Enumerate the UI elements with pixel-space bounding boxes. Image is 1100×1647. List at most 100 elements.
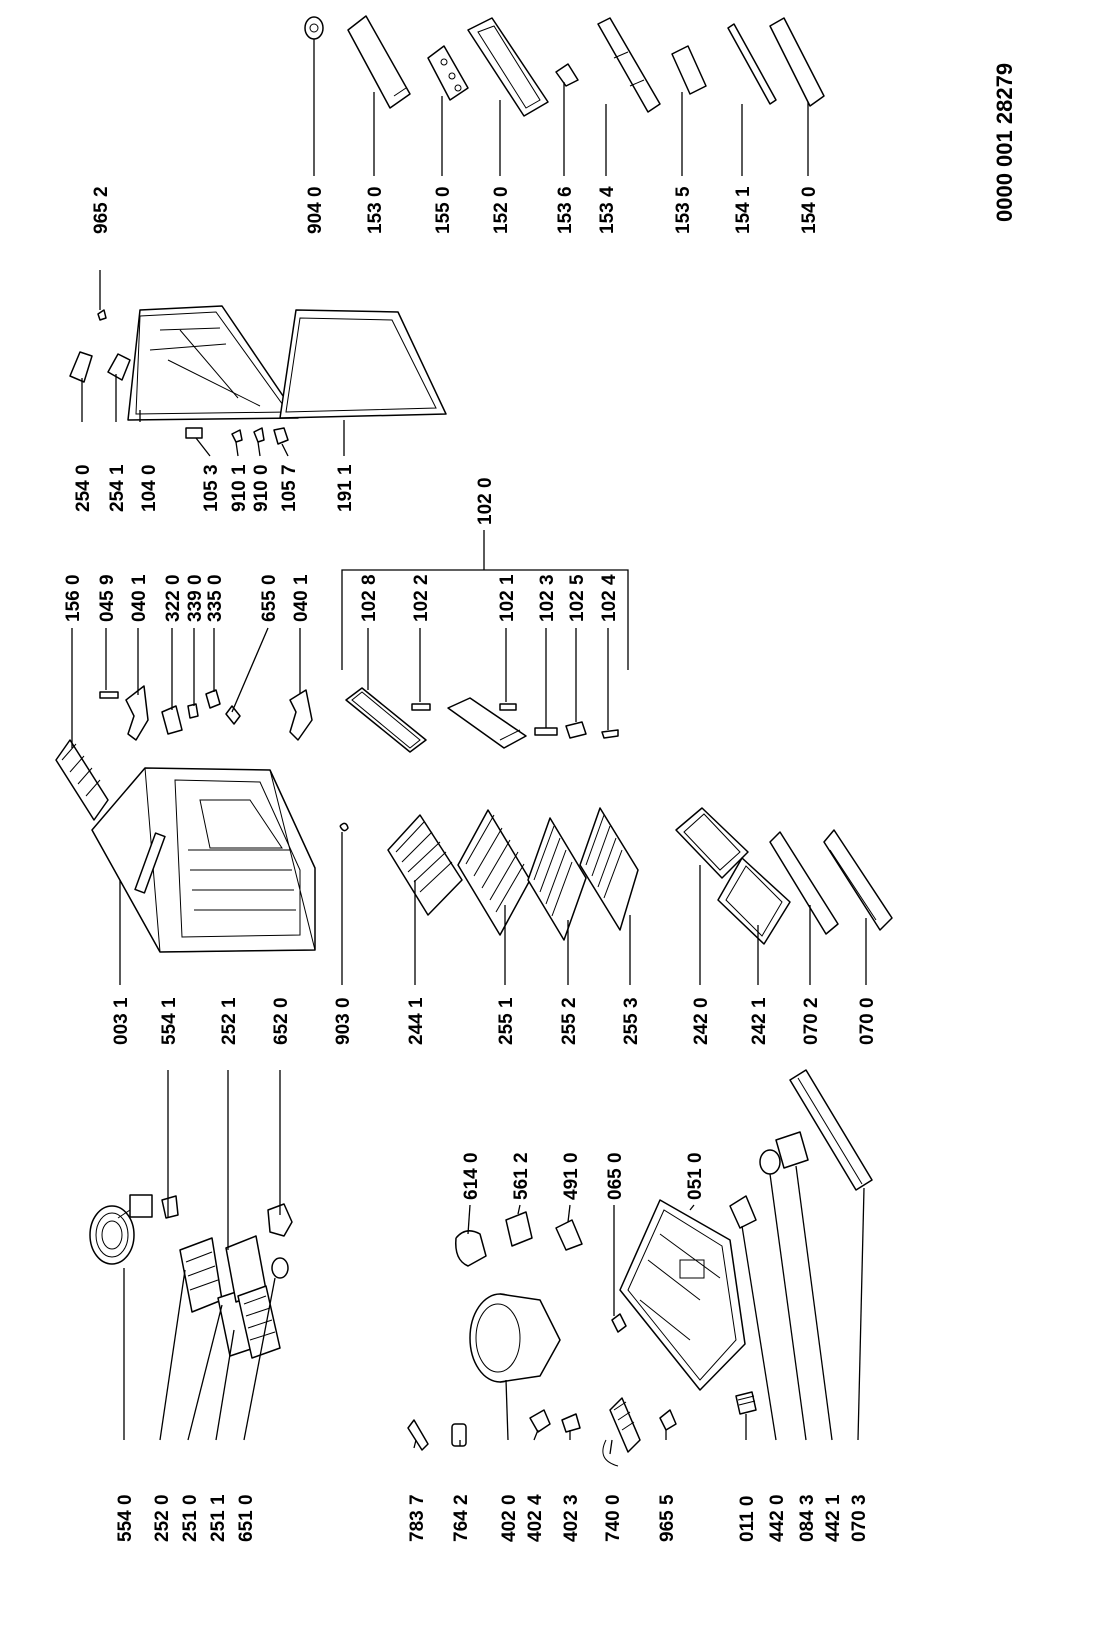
label-040-1-bottom: 040 1 [291, 574, 312, 622]
part-442-0-drawing [729, 1195, 757, 1229]
label-102-8: 102 8 [359, 574, 380, 622]
label-065-0: 065 0 [605, 1152, 626, 1200]
leader-lines [71, 39, 867, 1455]
label-156-0: 156 0 [63, 574, 84, 622]
bar-070-2-drawing [769, 831, 839, 935]
label-153-6: 153 6 [555, 186, 576, 234]
label-910-0: 910 0 [251, 464, 272, 512]
part-102-4-drawing [601, 729, 619, 739]
part-339-drawing [187, 703, 199, 719]
label-244-1: 244 1 [406, 997, 427, 1045]
label-102-2: 102 2 [411, 574, 432, 622]
rod-154-1-drawing [727, 23, 777, 105]
label-561-2: 561 2 [511, 1152, 532, 1200]
label-904-0: 904 0 [305, 186, 326, 234]
shelves-drawing [387, 807, 639, 941]
part-065-0-drawing [611, 1313, 627, 1333]
door-gasket-drawing [279, 309, 447, 419]
label-740-0: 740 0 [603, 1494, 624, 1542]
label-154-0: 154 0 [799, 186, 820, 234]
label-102-3: 102 3 [537, 574, 558, 622]
control-unit-drawing [179, 1235, 281, 1359]
label-102-5: 102 5 [567, 574, 588, 622]
label-255-2: 255 2 [559, 997, 580, 1045]
label-154-1: 154 1 [733, 186, 754, 234]
part-102-5-drawing [565, 721, 587, 739]
label-070-2: 070 2 [801, 997, 822, 1045]
part-102-3-drawing [534, 727, 558, 736]
label-783-7: 783 7 [407, 1494, 428, 1542]
condenser-740-0-drawing [602, 1397, 641, 1467]
label-255-1: 255 1 [496, 997, 517, 1045]
part-402-4-drawing [529, 1409, 551, 1433]
label-402-4: 402 4 [525, 1494, 546, 1542]
label-191-1: 191 1 [335, 464, 356, 512]
label-040-1-top: 040 1 [129, 574, 150, 622]
crisper-drawers-drawing [675, 807, 791, 945]
label-155-0: 155 0 [433, 186, 454, 234]
label-153-4: 153 4 [597, 186, 618, 234]
door-drawing [127, 305, 299, 421]
label-910-1: 910 1 [229, 464, 250, 512]
label-105-3: 105 3 [201, 464, 222, 512]
part-783-7-drawing [407, 1419, 429, 1451]
label-102-4: 102 4 [599, 574, 620, 622]
part-655-drawing [225, 705, 241, 725]
label-242-1: 242 1 [749, 997, 770, 1045]
tab-102-2-drawing [411, 703, 431, 711]
freezer-door-drawing [447, 697, 527, 749]
label-051-0: 051 0 [685, 1152, 706, 1200]
screw-910-1-drawing [231, 429, 243, 443]
bar-070-0-drawing [823, 829, 893, 931]
handle-254-1-drawing [107, 353, 131, 381]
label-251-1: 251 1 [208, 1494, 229, 1542]
label-102-0: 102 0 [475, 477, 496, 525]
part-965-2-drawing [97, 309, 107, 321]
label-255-3: 255 3 [621, 997, 642, 1045]
label-339-0: 339 0 [185, 574, 206, 622]
label-652-0: 652 0 [271, 997, 292, 1045]
label-104-0: 104 0 [139, 464, 160, 512]
part-drawings [55, 15, 893, 1467]
clip-153-6-drawing [555, 63, 579, 87]
part-322-drawing [161, 705, 183, 735]
label-105-7: 105 7 [279, 464, 300, 512]
label-322-0: 322 0 [163, 574, 184, 622]
label-764-2: 764 2 [451, 1494, 472, 1542]
tab-102-1-drawing [499, 703, 517, 711]
label-254-1: 254 1 [107, 464, 128, 512]
hinge-bottom-drawing [289, 689, 313, 741]
label-153-0: 153 0 [365, 186, 386, 234]
part-084-3-drawing [759, 1149, 781, 1175]
clip-drawing [161, 1195, 179, 1219]
screw-910-0-drawing [253, 427, 265, 443]
fan-assembly-drawing [89, 1194, 153, 1265]
label-965-5: 965 5 [657, 1494, 678, 1542]
label-045-9: 045 9 [97, 574, 118, 622]
label-003-1: 003 1 [111, 997, 132, 1045]
pin-drawing [99, 691, 119, 699]
label-335-0: 335 0 [205, 574, 226, 622]
part-965-5-drawing [659, 1409, 677, 1431]
compressor-drawing [469, 1293, 561, 1383]
part-105-7-drawing [273, 427, 289, 445]
label-402-3: 402 3 [561, 1494, 582, 1542]
label-651-0: 651 0 [236, 1494, 257, 1542]
egg-tray-drawing [55, 739, 109, 821]
box-153-5-drawing [671, 45, 707, 95]
rail-153-4-drawing [597, 17, 661, 113]
label-254-0: 254 0 [73, 464, 94, 512]
door-shelf-153-0-drawing [347, 15, 411, 109]
part-442-1-drawing [775, 1131, 809, 1169]
shelf-154-0-drawing [769, 17, 825, 107]
label-251-0: 251 0 [180, 1494, 201, 1542]
label-655-0: 655 0 [259, 574, 280, 622]
label-442-0: 442 0 [767, 1494, 788, 1542]
label-153-5: 153 5 [673, 186, 694, 234]
motor-614-0-drawing [455, 1230, 487, 1267]
label-903-0: 903 0 [333, 997, 354, 1045]
small-screw-drawing [339, 822, 349, 832]
part-402-3-drawing [561, 1413, 581, 1433]
label-614-0: 614 0 [461, 1152, 482, 1200]
label-070-3: 070 3 [849, 1494, 870, 1542]
